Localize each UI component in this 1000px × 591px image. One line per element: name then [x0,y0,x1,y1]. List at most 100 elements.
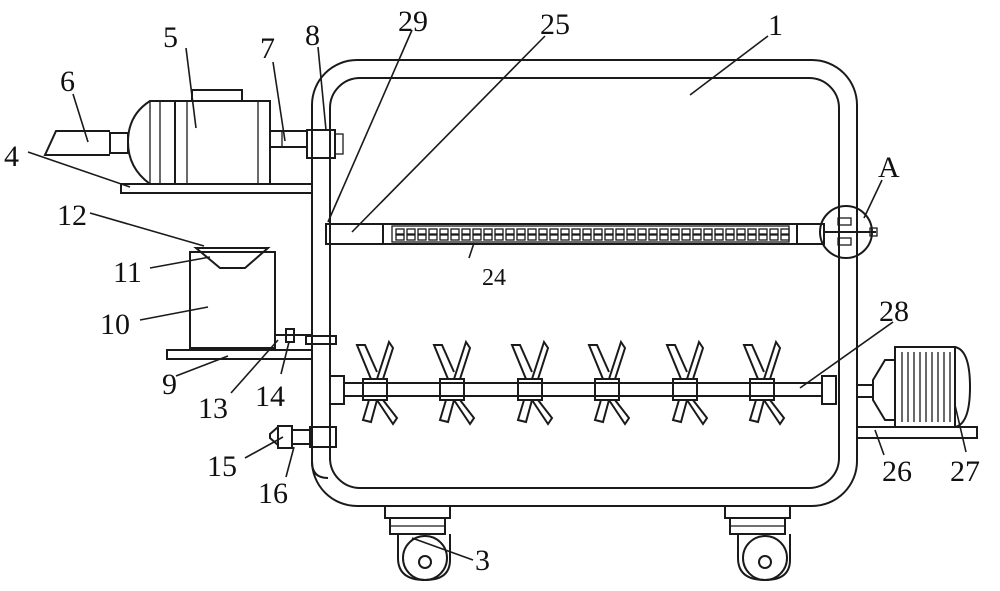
mesh-cell [472,234,482,241]
mesh-cell [615,234,625,241]
platform-4 [120,183,313,194]
label-15: 15 [207,450,237,483]
mesh-cell [450,234,460,241]
mesh-cell [538,228,548,235]
mesh-cell [472,228,482,235]
mesh-cell [439,234,449,241]
mesh-cell [527,234,537,241]
shaft-7 [269,130,308,148]
mesh-cell [417,228,427,235]
mesh-cell [769,234,779,241]
mesh-cell [417,234,427,241]
label-4: 4 [4,140,19,173]
mesh-cell [758,234,768,241]
mesh-cell [692,228,702,235]
platform-9 [166,349,313,360]
mesh-cell [703,234,713,241]
label-12: 12 [57,199,87,232]
detail-A [819,205,878,259]
label-9: 9 [162,368,177,401]
mesh-cell [637,234,647,241]
label-14: 14 [255,380,285,413]
stirring-blade [587,339,631,426]
mesh-cell [659,228,669,235]
mesh-cell [571,234,581,241]
mesh-cell [615,228,625,235]
mesh-cell [395,228,405,235]
mesh-cell [780,234,790,241]
label-A: A [878,151,900,184]
mesh-cell [769,228,779,235]
screw-rod-25 [325,223,825,245]
stirring-blade [510,339,554,426]
mesh-cell [714,228,724,235]
mesh-cell [670,228,680,235]
mesh-cell [461,228,471,235]
label-13: 13 [198,392,228,425]
mesh-cell [648,234,658,241]
mesh-cell [516,228,526,235]
mesh-cell [494,228,504,235]
label-7: 7 [260,32,275,65]
mesh-cell [428,228,438,235]
vertical-pipe [311,135,331,460]
mesh-cell [626,228,636,235]
mesh-cell [725,234,735,241]
mesh-cell [593,234,603,241]
mesh-cell [659,234,669,241]
motor-27 [856,346,972,428]
mesh-cell [549,228,559,235]
mesh-cell [516,234,526,241]
pipe-elbow [311,447,329,479]
mesh-cell [494,234,504,241]
mesh-cell [681,234,691,241]
label-11: 11 [113,256,142,289]
mesh-cell [439,228,449,235]
mesh-cell [450,228,460,235]
stirring-blade [665,339,709,426]
valve-14 [285,328,295,343]
mesh-cell [604,228,614,235]
mesh-cell [681,228,691,235]
mesh-cell [648,228,658,235]
mesh-cell [483,234,493,241]
mesh-cell [637,228,647,235]
leader-lines [27,29,967,561]
tank-body [311,59,858,507]
label-3: 3 [475,544,490,577]
motor-5 [126,89,271,185]
platform-26 [856,426,978,439]
mesh-cell [406,234,416,241]
mesh-cell [483,228,493,235]
label-24: 24 [482,265,506,291]
mesh-cell [736,234,746,241]
label-8: 8 [305,19,320,52]
label-6: 6 [60,65,75,98]
label-29: 29 [398,5,428,38]
mesh-cell [703,228,713,235]
valve-15 [269,424,337,449]
mesh-cell [725,228,735,235]
mesh-cell [538,234,548,241]
motor-end-6 [43,130,129,156]
mesh-cell [571,228,581,235]
mesh-cell [604,234,614,241]
mesh-cell [714,234,724,241]
mesh-cell [626,234,636,241]
stirring-blade [355,339,399,426]
stirring-blade [432,339,476,426]
label-1: 1 [768,9,783,42]
mesh-cell [747,234,757,241]
label-28: 28 [879,295,909,328]
label-27: 27 [950,455,980,488]
mesh-cell [406,228,416,235]
mesh-cell [780,228,790,235]
mesh-cell [549,234,559,241]
mesh-cell [560,234,570,241]
mesh-cell [505,234,515,241]
mesh-cell [593,228,603,235]
mesh-cell [670,234,680,241]
mesh-cell [747,228,757,235]
